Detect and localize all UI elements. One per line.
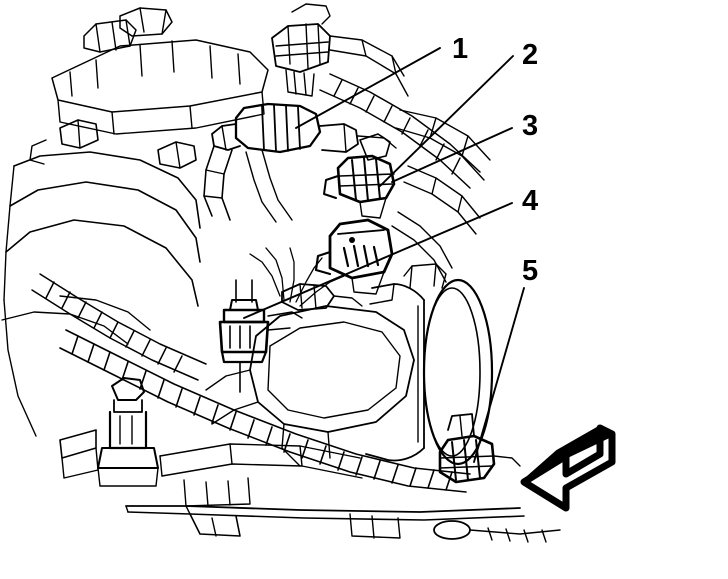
leader-line-1 bbox=[295, 47, 441, 129]
leader-line-5 bbox=[473, 287, 525, 463]
main-harness-conduit bbox=[59, 329, 471, 493]
intake-manifold-body bbox=[1, 151, 201, 437]
secondary-conduit-left bbox=[31, 273, 207, 381]
misc-small-parts bbox=[29, 119, 391, 169]
throttle-body-duct bbox=[365, 263, 494, 466]
leader-line-2 bbox=[379, 55, 514, 187]
callout-label-1: 1 bbox=[452, 33, 468, 65]
callout-label-4: 4 bbox=[522, 185, 538, 217]
bottom-frame-rail bbox=[125, 505, 561, 543]
leader-line-3 bbox=[391, 127, 513, 183]
bolt-stud-lower-left bbox=[97, 377, 159, 487]
engine-line-art bbox=[1, 3, 561, 543]
connector-5-body bbox=[438, 413, 521, 484]
callout-label-2: 2 bbox=[522, 39, 538, 71]
fuel-rail-assembly bbox=[51, 3, 409, 135]
callout-label-3: 3 bbox=[522, 110, 538, 142]
lower-brackets bbox=[59, 429, 363, 507]
leader-line-4 bbox=[243, 202, 513, 319]
callout-label-5: 5 bbox=[522, 255, 538, 287]
view-direction-arrow bbox=[520, 424, 616, 512]
connector-1-ribbed bbox=[211, 102, 397, 154]
connector-2-body bbox=[323, 154, 396, 219]
vacuum-hose-upper bbox=[203, 145, 293, 223]
callout-leader-lines bbox=[243, 47, 525, 463]
sensor-4-body bbox=[218, 279, 303, 393]
callout-labels: 1 2 3 4 5 bbox=[452, 33, 538, 287]
